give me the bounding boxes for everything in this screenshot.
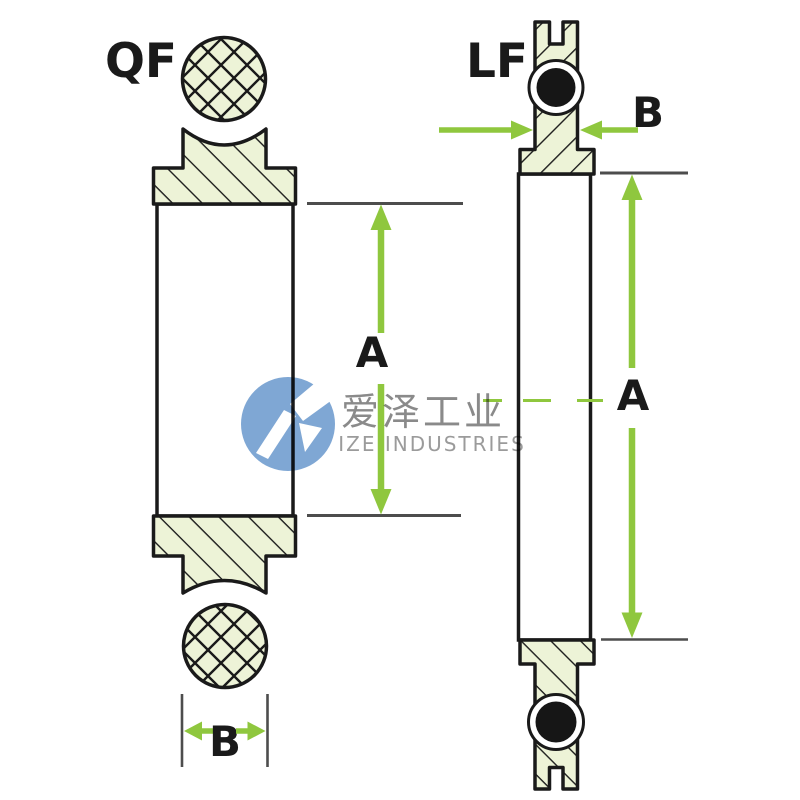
lf-title: LF: [466, 34, 528, 89]
qf-dim-a: A: [307, 202, 463, 517]
qf-oring-top: [180, 35, 268, 123]
watermark-en-text: IZE INDUSTRIES: [338, 432, 526, 456]
qf-body: [155, 202, 295, 518]
qf-dim-a-label: A: [356, 328, 389, 377]
qf-title: QF: [105, 34, 177, 89]
lf-dim-b: B: [439, 88, 664, 140]
lf-dim-b-arrow-right: [580, 120, 638, 140]
qf-dim-a-arrow-up: [370, 204, 392, 333]
lf-dim-a-arrow-down: [621, 428, 643, 638]
lf-dim-a: A: [600, 171, 688, 641]
qf-dim-a-arrow-down: [370, 384, 392, 515]
qf-dim-b-arrow-right: [236, 721, 266, 741]
watermark: 爱泽工业 IZE INDUSTRIES: [241, 377, 526, 471]
qf-oring-bottom: [181, 602, 269, 690]
lf-oring-top: [536, 68, 576, 107]
watermark-cn-text: 爱泽工业: [341, 390, 505, 434]
lf-dim-b-label: B: [632, 88, 664, 137]
qf-dim-b-arrow-left: [184, 721, 213, 741]
lf-dim-a-arrow-up: [621, 174, 643, 368]
qf-dim-b: B: [180, 694, 269, 767]
ize-logo-icon: [241, 377, 335, 471]
lf-figure: LF B: [439, 20, 688, 791]
qf-flange-top: [151, 127, 298, 206]
lf-body: [516, 172, 593, 642]
lf-dim-b-arrow-left: [439, 120, 533, 140]
qf-dim-b-label: B: [209, 717, 241, 766]
lf-dim-a-label: A: [617, 371, 650, 420]
lf-oring-bottom: [535, 701, 577, 743]
qf-flange-bottom: [151, 514, 298, 595]
